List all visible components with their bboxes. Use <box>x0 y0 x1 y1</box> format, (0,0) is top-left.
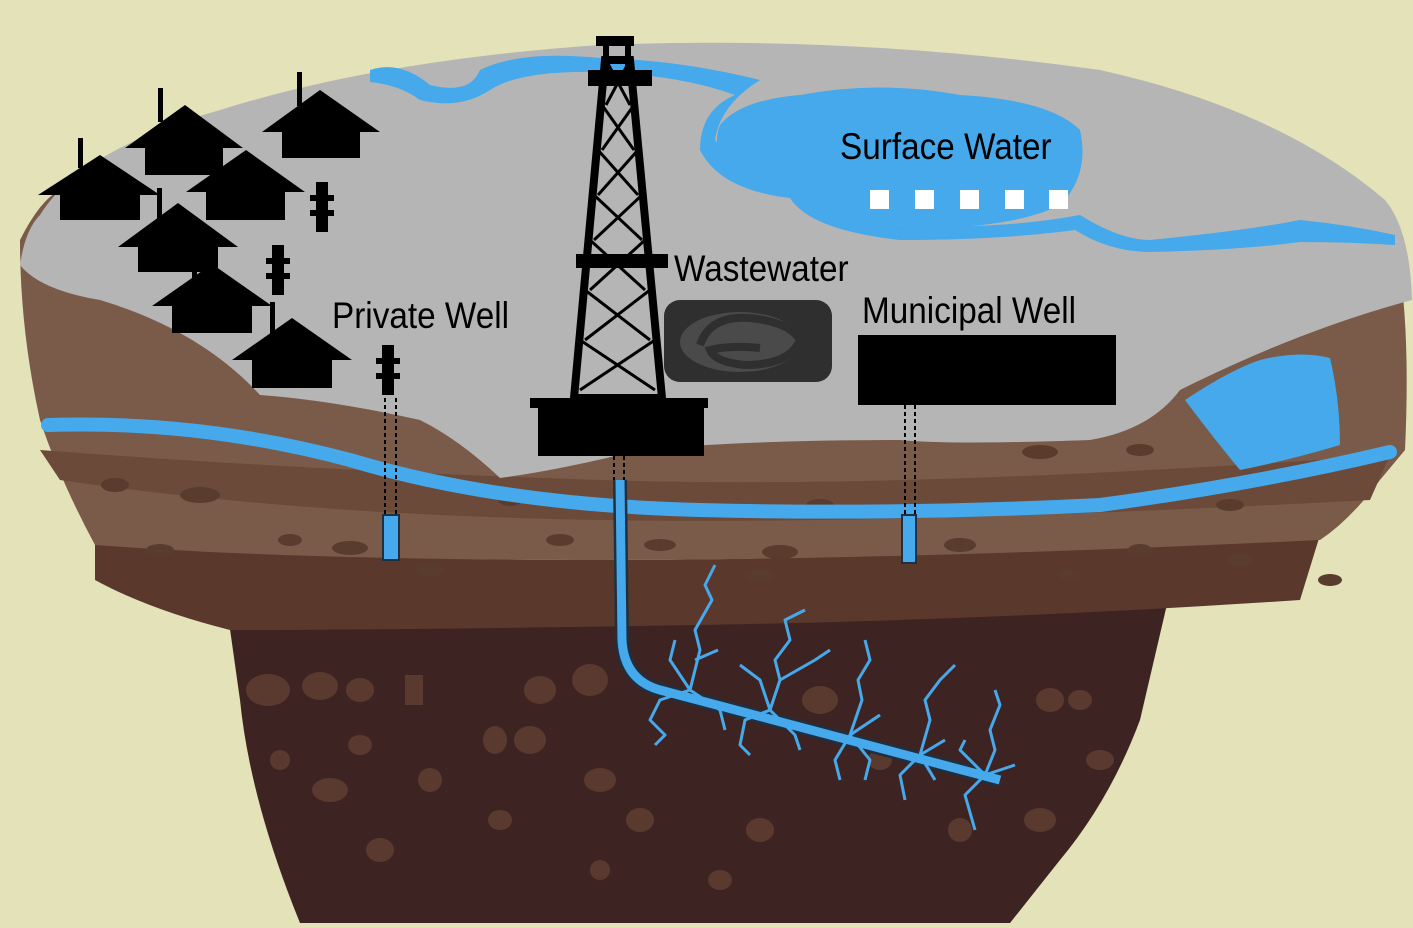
well-bore-water <box>615 479 1002 785</box>
deep-rock-spots <box>246 664 1114 890</box>
well-marker-icon <box>266 182 400 395</box>
private-well-label: Private Well <box>332 295 510 336</box>
groundwater-aquifer <box>41 417 1397 519</box>
drilling-rig-icon <box>530 36 708 480</box>
surface-water-markers <box>870 190 1068 209</box>
wastewater-pit-icon <box>664 300 832 382</box>
municipal-well <box>858 335 1116 564</box>
surface-water <box>370 55 1395 252</box>
private-well-pipe <box>382 398 400 561</box>
surface-water-label: Surface Water <box>840 126 1052 167</box>
fracture-icon <box>648 564 1016 831</box>
groundwater-pool <box>1185 354 1340 470</box>
deep-rock-layer <box>228 600 1168 923</box>
municipal-well-label: Municipal Well <box>862 290 1077 331</box>
house-icon <box>38 72 380 388</box>
wastewater-label: Wastewater <box>674 248 849 289</box>
